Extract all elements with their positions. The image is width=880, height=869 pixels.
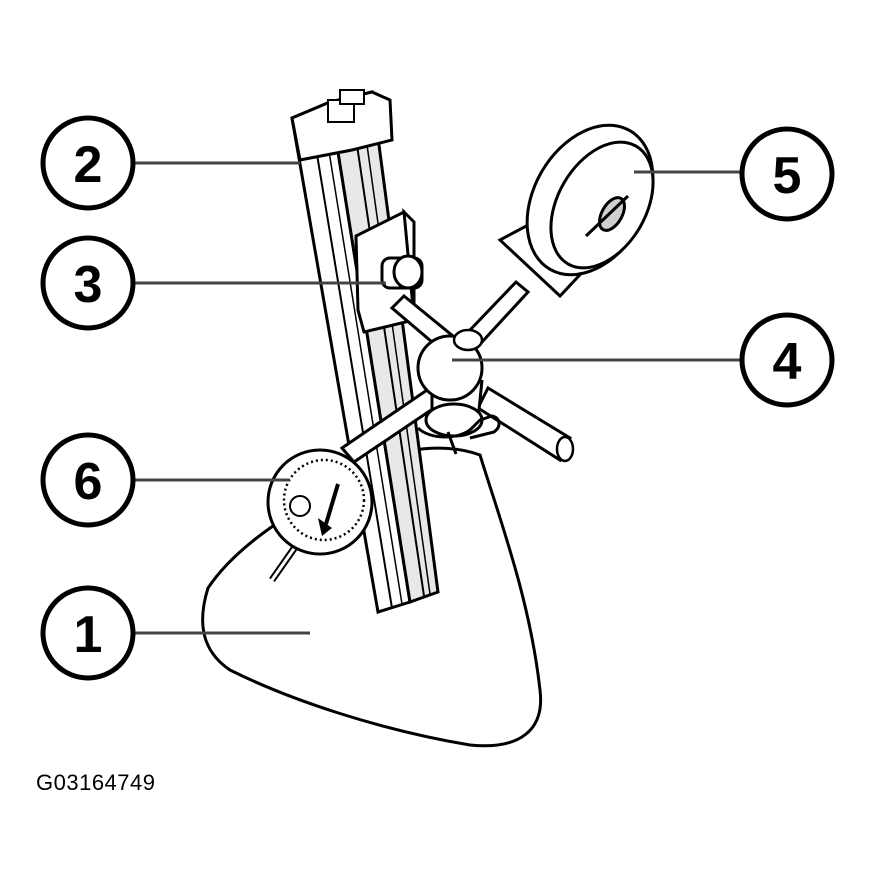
callout-5: 5 bbox=[739, 126, 835, 222]
callout-label: 3 bbox=[74, 256, 103, 314]
callout-3: 3 bbox=[40, 235, 136, 331]
ball-joint bbox=[416, 328, 501, 455]
column bbox=[290, 89, 440, 614]
callout-label: 6 bbox=[74, 453, 103, 511]
callout-4: 4 bbox=[739, 312, 835, 408]
callout-2: 2 bbox=[40, 115, 136, 211]
dial-gauge bbox=[266, 448, 374, 583]
callout-label: 5 bbox=[773, 147, 802, 205]
wheel bbox=[497, 123, 655, 299]
leader-lines bbox=[134, 161, 742, 635]
callout-label: 4 bbox=[773, 333, 802, 391]
rods bbox=[339, 279, 575, 464]
callout-label: 1 bbox=[74, 606, 103, 664]
callout-1: 1 bbox=[40, 585, 136, 681]
callout-label: 2 bbox=[74, 136, 103, 194]
callout-6: 6 bbox=[40, 432, 136, 528]
figure-code: G03164749 bbox=[36, 770, 156, 795]
